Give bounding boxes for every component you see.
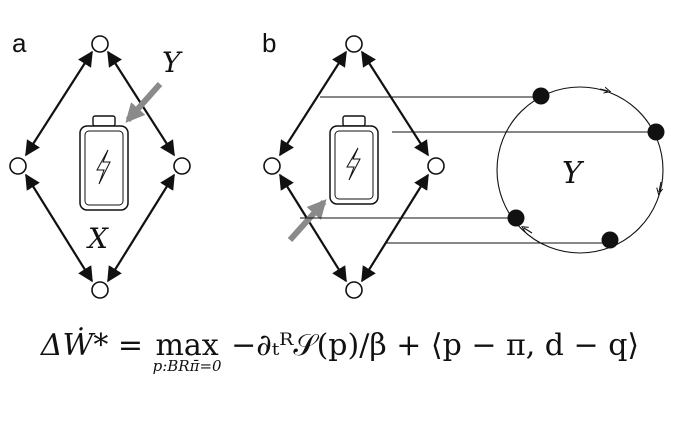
operator-max: max <box>155 328 219 363</box>
formula: ΔẆ* = max p:BRπ̄=0 −∂ₜᴿ𝒮(p)/β + ⟨p − π, … <box>0 328 680 375</box>
node-a-bottom <box>91 281 109 299</box>
ring-arrow-bottom <box>524 228 533 234</box>
formula-rhs: −∂ₜᴿ𝒮(p)/β + ⟨p − π, d − q⟩ <box>231 328 640 363</box>
reservoir-state-2 <box>647 123 665 141</box>
ring-arrow-right <box>659 181 661 192</box>
node-b-right <box>427 157 445 175</box>
reservoir-label-b: Y <box>562 156 585 191</box>
reservoir-state-1 <box>532 87 550 105</box>
reservoir-label-a: Y <box>162 46 183 79</box>
reservoir-state-3 <box>507 209 525 227</box>
panel-b-network <box>279 50 429 283</box>
panel-a-network <box>25 50 175 283</box>
panel-b-label: b <box>262 28 276 58</box>
system-label-x: X <box>86 222 109 255</box>
reservoir-ring <box>496 86 664 254</box>
edge-a-top-left <box>25 50 93 157</box>
edge-a-bottom-left <box>25 173 93 283</box>
edge-b-top-left <box>279 50 347 157</box>
panel-a-label: a <box>12 28 27 58</box>
node-b-left <box>263 157 281 175</box>
node-b-top <box>345 35 363 53</box>
coupling-lines <box>300 96 656 244</box>
diagram-canvas: a Y X b <box>9 28 665 299</box>
gray-arrow-icon <box>125 82 163 123</box>
ring-arrow-top <box>599 89 608 91</box>
node-a-right <box>173 157 191 175</box>
edge-b-bottom-right <box>361 173 429 283</box>
node-b-bottom <box>345 281 363 299</box>
node-a-top <box>91 35 109 53</box>
battery-icon <box>329 115 379 205</box>
lightning-bolt-icon <box>346 147 361 181</box>
edge-b-bottom-left <box>279 173 347 283</box>
lightning-bolt-icon <box>96 149 111 185</box>
ring-direction-arrows <box>524 89 661 234</box>
node-a-left <box>9 157 27 175</box>
gray-arrow-icon <box>287 199 327 243</box>
edge-a-bottom-right <box>107 173 175 283</box>
operator-subscript: p:BRπ̄=0 <box>152 357 222 375</box>
battery-icon <box>79 115 129 211</box>
formula-lhs: ΔẆ* = <box>40 328 153 363</box>
edge-b-top-right <box>361 50 429 157</box>
formula-operator: max p:BRπ̄=0 <box>153 328 222 375</box>
reservoir-state-4 <box>601 231 619 249</box>
